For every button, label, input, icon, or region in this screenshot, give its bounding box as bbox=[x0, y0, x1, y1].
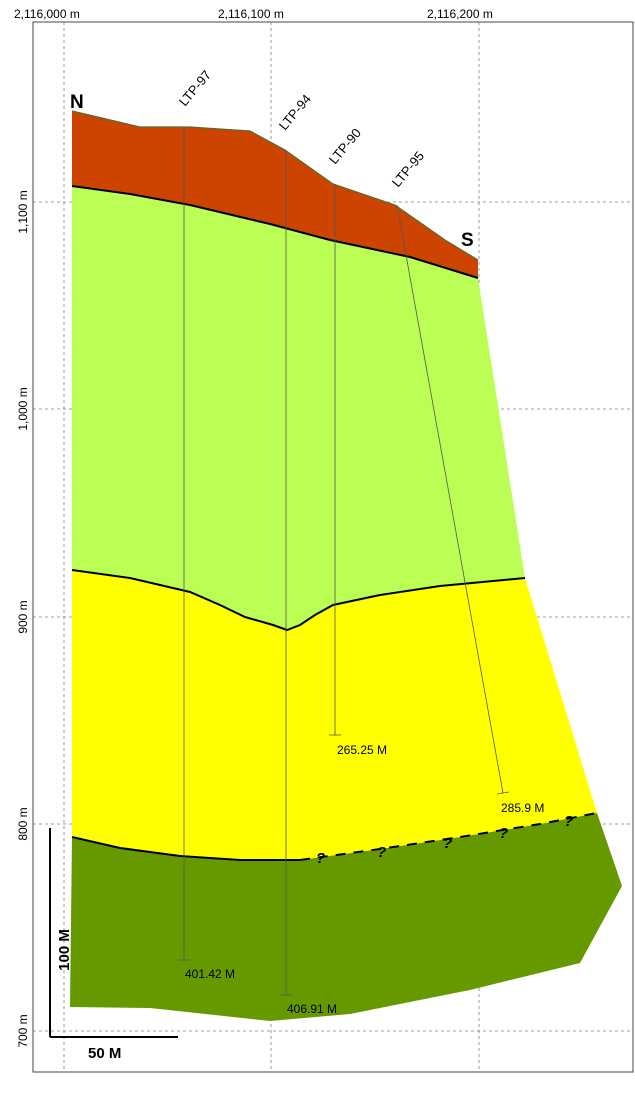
y-tick-label: 1,100 m bbox=[16, 190, 30, 233]
contact-lines bbox=[71, 110, 598, 861]
north-label: N bbox=[70, 92, 84, 113]
y-tick-label: 700 m bbox=[16, 1014, 30, 1047]
contact-line-upper-middle bbox=[71, 569, 526, 632]
top-layer-red bbox=[72, 111, 478, 278]
south-label: S bbox=[461, 230, 474, 251]
question-mark-1: ? bbox=[316, 850, 325, 867]
x-axis-labels: 2,116,000 m 2,116,100 m 2,116,200 m bbox=[14, 7, 493, 21]
uncertain-contact-markers: ? ? ? ? ? bbox=[316, 813, 573, 867]
drillhole-label: LTP-90 bbox=[326, 125, 364, 167]
question-mark-4: ? bbox=[499, 825, 508, 842]
drillhole-depth-label: 406.91 M bbox=[287, 1002, 337, 1016]
bottom-layer-dark-green bbox=[70, 813, 622, 1021]
contact-line-top-upper bbox=[71, 185, 479, 279]
drillhole-trace bbox=[396, 204, 504, 794]
upper-layer-light-green bbox=[72, 186, 525, 630]
middle-layer-yellow bbox=[72, 570, 597, 860]
drillhole-label: LTP-94 bbox=[276, 91, 314, 133]
scale-bar-horizontal-label: 50 M bbox=[88, 1045, 121, 1062]
scale-bar: 100 M 50 M bbox=[49, 828, 178, 1062]
question-mark-2: ? bbox=[377, 844, 386, 861]
y-tick-label: 900 m bbox=[16, 600, 30, 633]
geological-layers bbox=[70, 111, 622, 1021]
x-tick-label: 2,116,000 m bbox=[14, 7, 80, 21]
question-mark-5: ? bbox=[564, 813, 573, 830]
topographic-surface-line bbox=[71, 110, 479, 261]
scale-bar-vertical-label: 100 M bbox=[56, 929, 73, 971]
x-tick-label: 2,116,200 m bbox=[427, 7, 493, 21]
drillhole-depth-label: 401.42 M bbox=[185, 967, 235, 981]
y-axis-labels: 1,100 m 1,000 m 900 m 800 m 700 m bbox=[16, 190, 30, 1047]
drillhole-label: LTP-97 bbox=[176, 67, 214, 109]
drillhole-label: LTP-95 bbox=[389, 148, 427, 190]
plot-frame bbox=[32, 21, 634, 1073]
drillhole-depth-label: 285.9 M bbox=[501, 801, 544, 815]
drillhole-end-tick bbox=[496, 791, 510, 795]
contact-line-middle-bottom bbox=[71, 836, 300, 861]
y-tick-label: 1,000 m bbox=[16, 387, 30, 430]
drillhole-depth-label: 265.25 M bbox=[337, 743, 387, 757]
y-tick-label: 800 m bbox=[16, 807, 30, 840]
x-tick-label: 2,116,100 m bbox=[218, 7, 284, 21]
question-mark-3: ? bbox=[443, 835, 452, 852]
